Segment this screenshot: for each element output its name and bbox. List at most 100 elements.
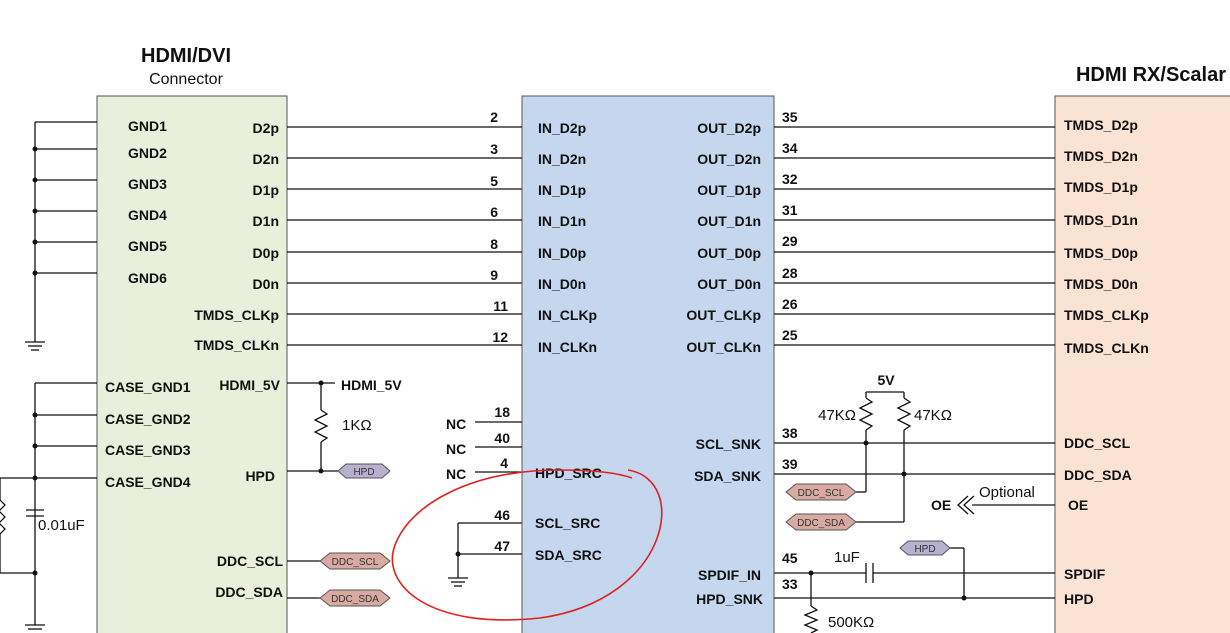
sda-snk-label: SDA_SNK (694, 468, 761, 484)
connector-title: HDMI/DVI (141, 45, 231, 67)
receiver-signal-label: TMDS_CLKp (1064, 307, 1149, 323)
receiver-ddc-sda: DDC_SDA (1064, 467, 1132, 483)
hpd-tag: HPD (337, 463, 391, 479)
cap-1u-label: 1uF (834, 549, 860, 566)
chip-input-label: IN_D1p (538, 182, 586, 198)
input-pin-number: 9 (490, 267, 498, 283)
case-gnd-label: CASE_GND2 (105, 411, 191, 427)
chip-input-label: IN_D2p (538, 120, 586, 136)
scl-snk-label: SCL_SNK (696, 436, 761, 452)
chip-output-label: OUT_D2n (697, 151, 761, 167)
svg-text:DDC_SCL: DDC_SCL (332, 557, 379, 568)
receiver-signal-label: TMDS_D0p (1064, 245, 1138, 261)
receiver-title: HDMI RX/Scalar (1076, 64, 1226, 86)
output-pin-number: 32 (782, 171, 798, 187)
optional-label: Optional (979, 484, 1035, 501)
chip-block (521, 95, 775, 633)
hpd-label: HPD (245, 468, 275, 484)
gnd-label: GND3 (128, 176, 167, 192)
svg-text:HPD: HPD (914, 544, 935, 555)
nc-label: NC (446, 441, 466, 457)
capacitor-1uf (865, 563, 874, 583)
receiver-signal-label: TMDS_D1n (1064, 212, 1138, 228)
connector-signal-label: D2n (253, 151, 279, 167)
receiver-oe: OE (1068, 497, 1088, 513)
sda-src-label: SDA_SRC (535, 547, 602, 563)
connector-block (96, 95, 288, 633)
connector-signal-label: TMDS_CLKn (194, 337, 279, 353)
resistor-47k-scl (858, 397, 874, 431)
output-pin-number: 31 (782, 202, 798, 218)
chip-input-label: IN_D0n (538, 276, 586, 292)
chip-output-label: OUT_CLKp (686, 307, 761, 323)
nc-pin-number: 4 (500, 455, 508, 471)
input-pin-number: 2 (490, 109, 498, 125)
ddc-scl-label: DDC_SCL (217, 553, 284, 569)
receiver-spdif: SPDIF (1064, 566, 1106, 582)
chip-input-label: IN_CLKp (538, 307, 597, 323)
chip-input-label: IN_D2n (538, 151, 586, 167)
res-1k-label: 1KΩ (342, 417, 372, 434)
scl-snk-pin: 38 (782, 425, 798, 441)
chip-output-label: OUT_D1n (697, 213, 761, 229)
hdmi5v-net-label: HDMI_5V (341, 377, 402, 393)
resistor-1k (313, 409, 329, 443)
ddc-sda-label: DDC_SDA (215, 584, 283, 600)
supply-5v-label: 5V (877, 372, 895, 388)
svg-text:HPD: HPD (353, 467, 374, 478)
hpd-src-label: HPD_SRC (535, 465, 602, 481)
input-pin-number: 5 (490, 173, 498, 189)
spdif-in-label: SPDIF_IN (698, 567, 761, 583)
cap-001-label: 0.01uF (38, 517, 85, 534)
resistor-47k-sda (896, 397, 912, 431)
gnd-label: GND4 (128, 207, 167, 223)
receiver-signal-label: TMDS_CLKn (1064, 340, 1149, 356)
hpd-tag-right: HPD (899, 540, 951, 556)
chip-input-label: IN_CLKn (538, 339, 597, 355)
output-pin-number: 34 (782, 140, 798, 156)
receiver-block (1054, 95, 1230, 633)
scl-src-pin: 46 (494, 507, 510, 523)
svg-text:DDC_SDA: DDC_SDA (797, 518, 845, 529)
spdif-pin: 45 (782, 550, 798, 566)
svg-text:DDC_SDA: DDC_SDA (331, 594, 379, 605)
ground-symbol (25, 341, 45, 351)
sda-snk-pin: 39 (782, 456, 798, 472)
output-pin-number: 25 (782, 327, 798, 343)
chip-input-label: IN_D1n (538, 213, 586, 229)
receiver-ddc-scl: DDC_SCL (1064, 435, 1131, 451)
nc-pin-number: 40 (494, 430, 510, 446)
receiver-hpd: HPD (1064, 591, 1094, 607)
oe-arrow-icon (957, 495, 1055, 515)
svg-text:DDC_SCL: DDC_SCL (798, 488, 845, 499)
case-gnd-label: CASE_GND4 (105, 474, 191, 490)
res-47k-label: 47KΩ (914, 407, 952, 424)
receiver-signal-label: TMDS_D2n (1064, 148, 1138, 164)
ddc-sda-tag-right: DDC_SDA (785, 513, 857, 531)
res-47k-label: 47KΩ (818, 407, 856, 424)
ddc-sda-tag: DDC_SDA (319, 589, 391, 607)
oe-left-label: OE (931, 497, 951, 513)
input-pin-number: 12 (492, 329, 508, 345)
connector-signal-label: D1p (253, 182, 279, 198)
nc-label: NC (446, 416, 466, 432)
chip-output-label: OUT_D1p (697, 182, 761, 198)
ddc-scl-tag-right: DDC_SCL (785, 483, 857, 501)
chip-input-label: IN_D0p (538, 245, 586, 261)
case-gnd-label: CASE_GND1 (105, 379, 191, 395)
receiver-signal-label: TMDS_D2p (1064, 117, 1138, 133)
hpd-snk-label: HPD_SNK (696, 591, 763, 607)
nc-pin-number: 18 (494, 404, 510, 420)
connector-signal-label: D0n (253, 276, 279, 292)
connector-signal-label: TMDS_CLKp (194, 307, 279, 323)
gnd-label: GND2 (128, 145, 167, 161)
nc-label: NC (446, 466, 466, 482)
connector-subtitle: Connector (149, 71, 223, 88)
output-pin-number: 35 (782, 109, 798, 125)
connector-signal-label: D1n (253, 213, 279, 229)
annotation-circle (391, 469, 663, 621)
input-pin-number: 11 (493, 298, 508, 314)
ddc-scl-tag: DDC_SCL (319, 552, 391, 570)
output-pin-number: 28 (782, 265, 798, 281)
